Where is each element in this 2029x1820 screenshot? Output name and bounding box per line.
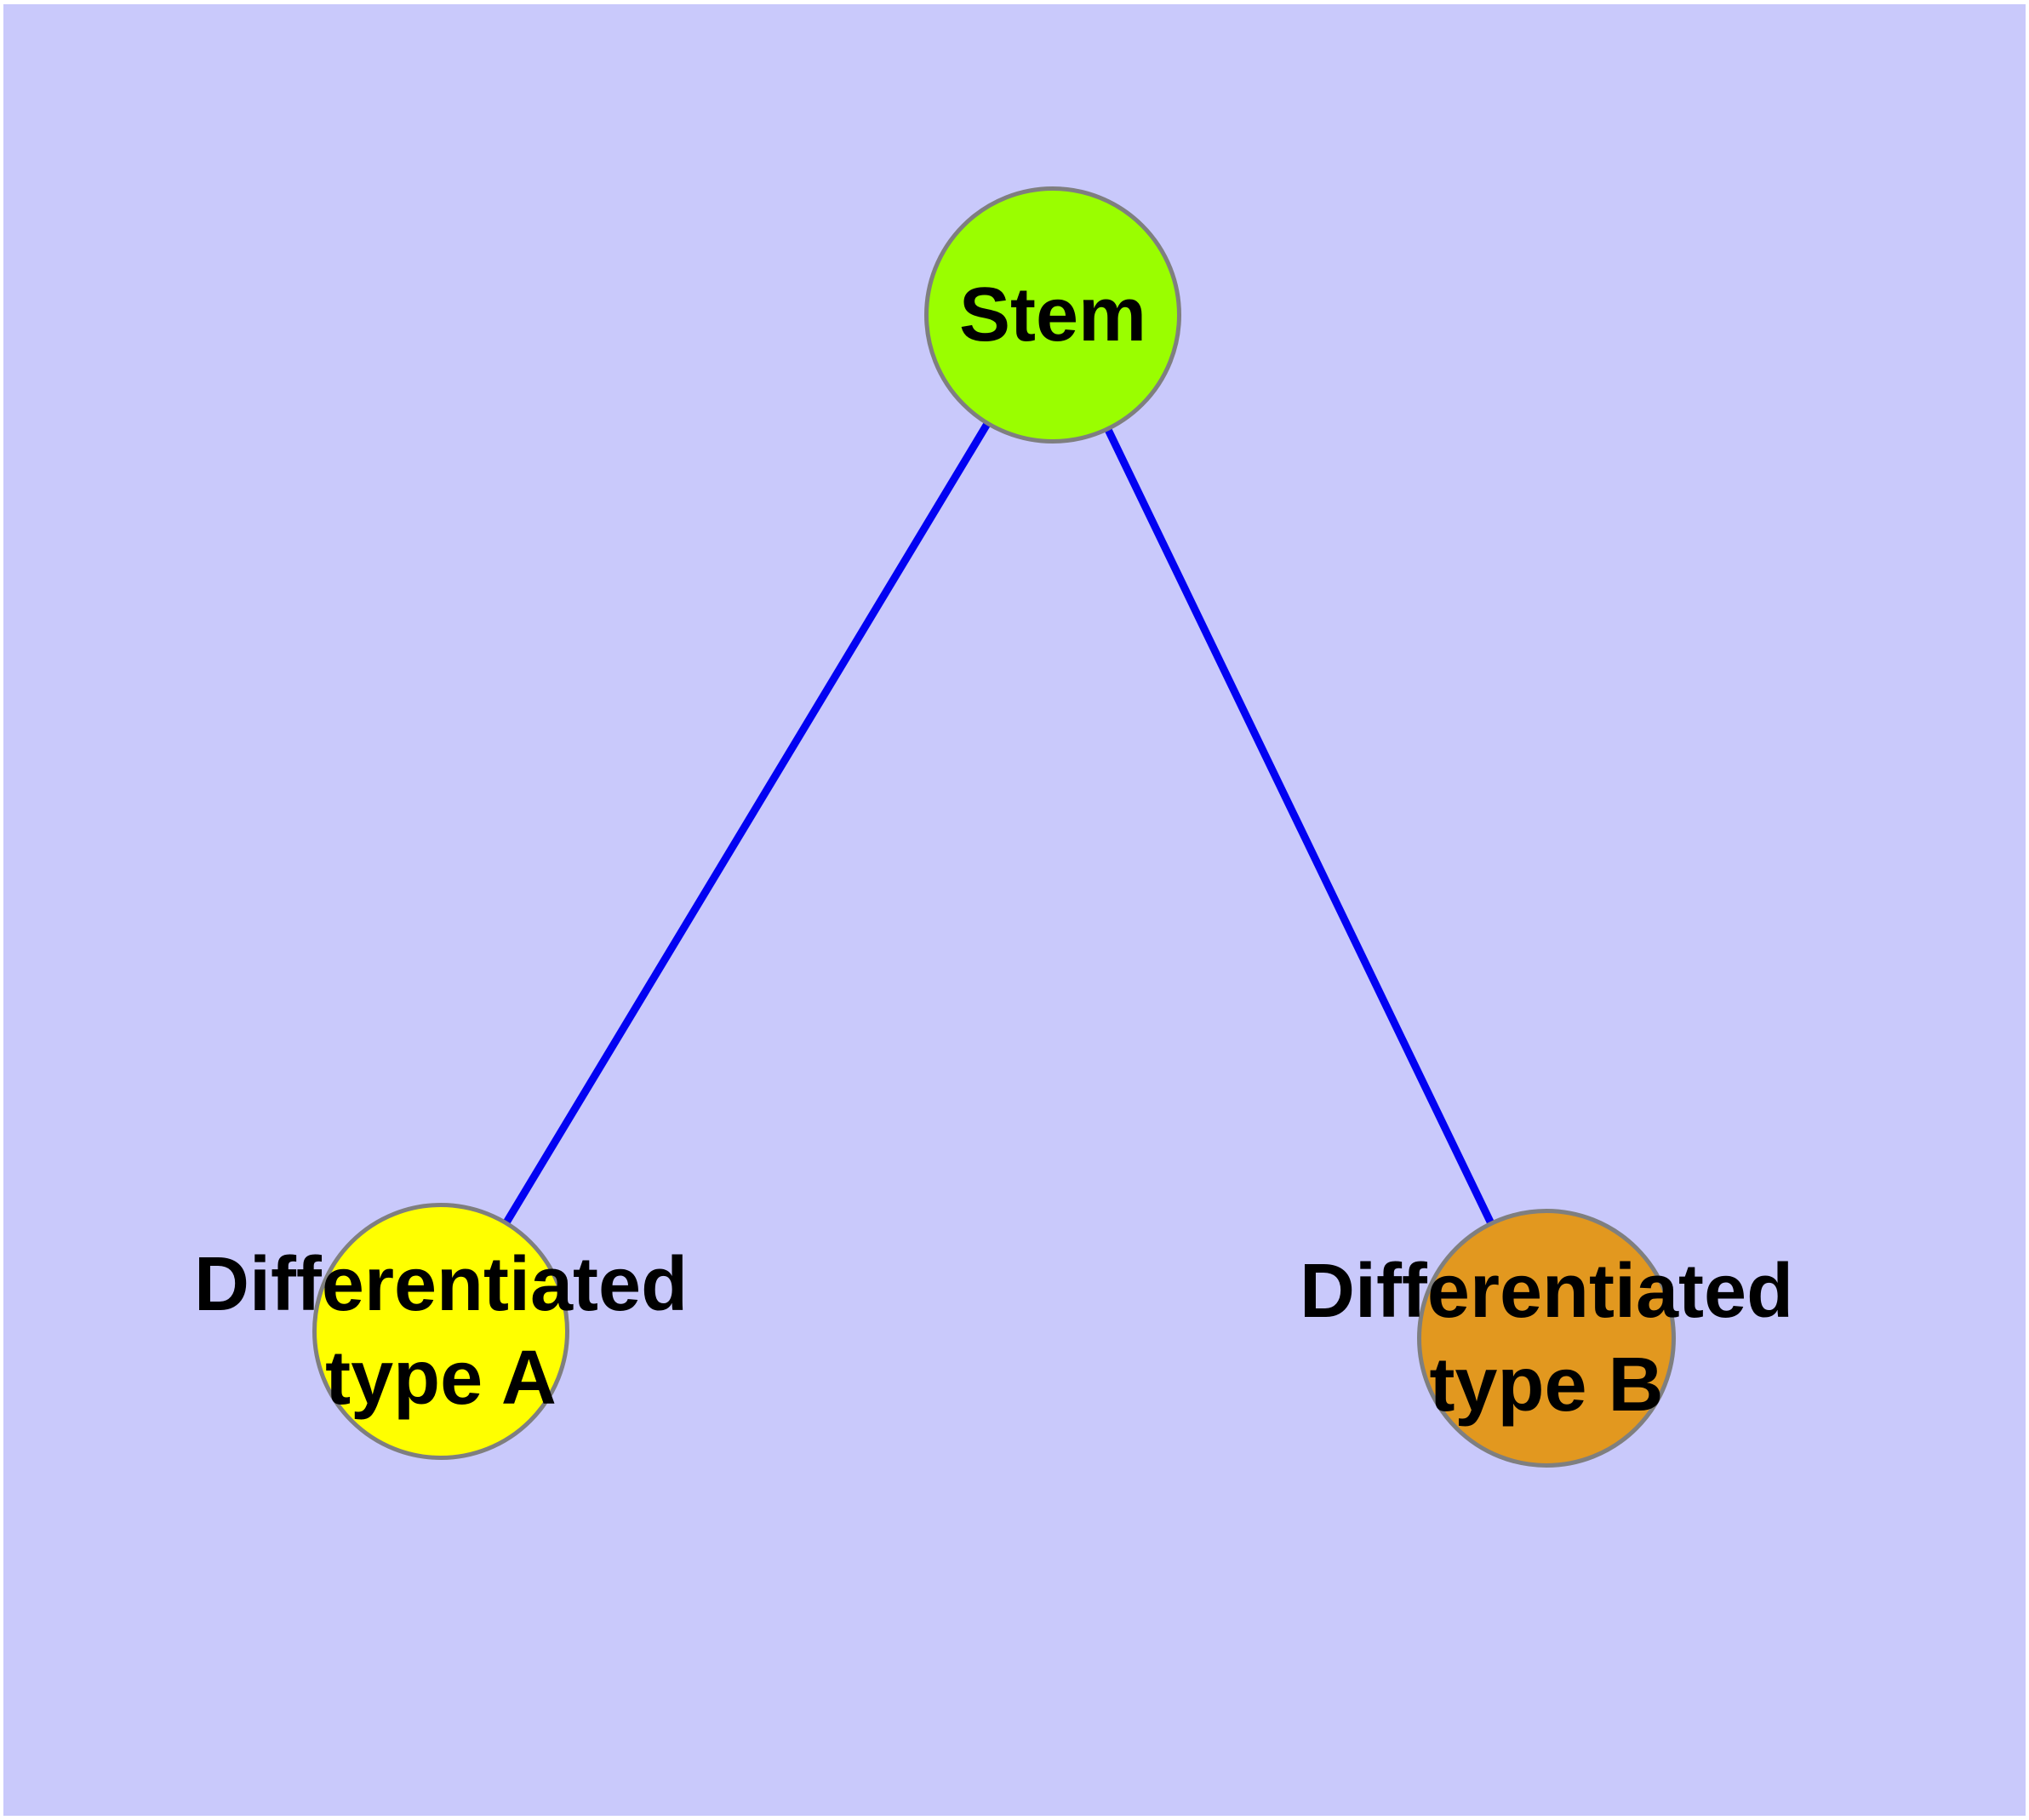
node-label-line: Differentiated xyxy=(1299,1249,1794,1334)
node-label-differentiated-type-a: Differentiated type A xyxy=(194,1238,688,1425)
node-differentiated-type-a xyxy=(312,1203,569,1460)
node-label-line: Differentiated xyxy=(193,1242,689,1327)
node-label-stem: Stem xyxy=(959,268,1146,362)
node-label-line: type A xyxy=(325,1336,557,1421)
edge-stem-to-differentiated-type-a xyxy=(437,312,1056,1334)
edge-stem-to-differentiated-type-b xyxy=(1049,313,1551,1340)
node-label-line: Stem xyxy=(958,272,1147,358)
node-label-line: type B xyxy=(1429,1342,1664,1428)
node-stem xyxy=(924,186,1181,444)
node-differentiated-type-b xyxy=(1417,1209,1676,1468)
